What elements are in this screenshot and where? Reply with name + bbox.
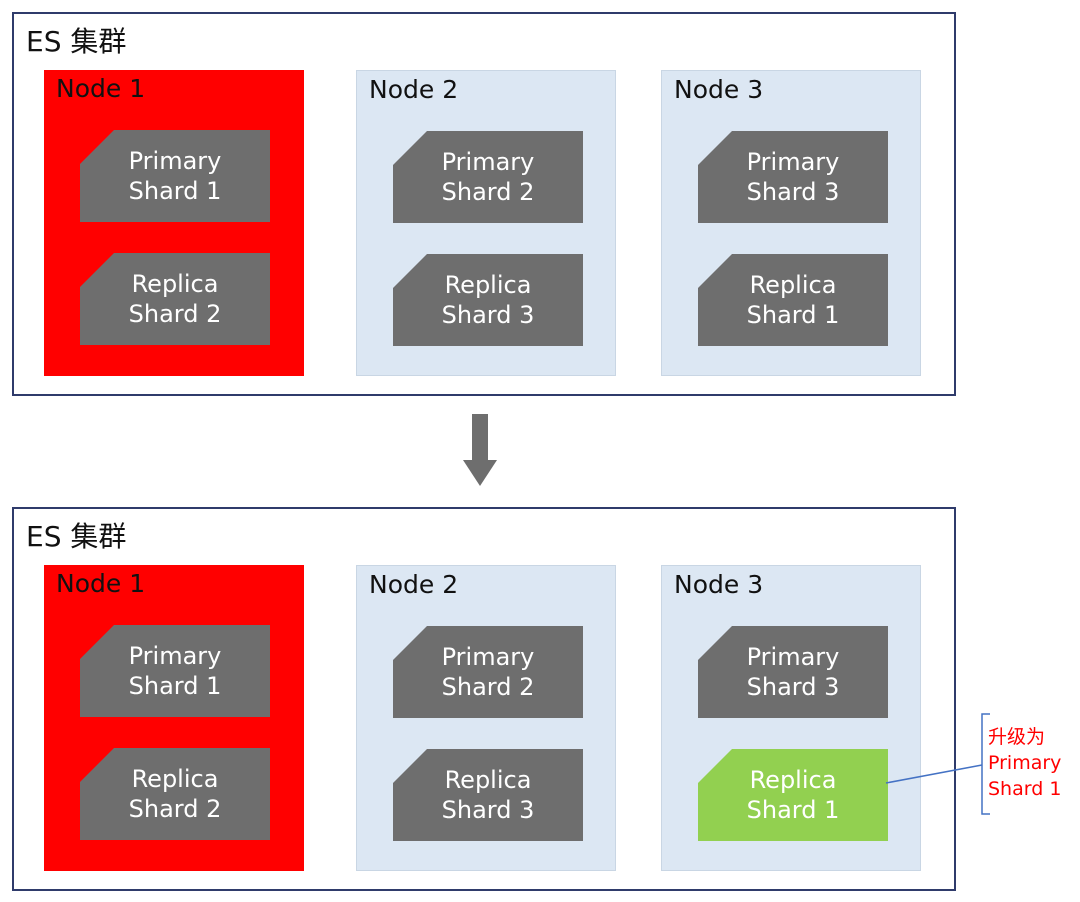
primary-shard: Primary Shard 2 [393, 626, 583, 718]
shard-id: Shard 3 [441, 301, 535, 329]
shard-type: Primary [746, 148, 840, 176]
primary-shard: Primary Shard 1 [80, 625, 270, 717]
cluster-title: ES 集群 [26, 25, 127, 58]
node-1: Node 1 Primary Shard 1 Replica Shard 2 [44, 565, 304, 871]
shard-type: Primary [441, 148, 535, 176]
promotion-note-line: Primary [988, 752, 1062, 774]
node-label: Node 1 [56, 74, 146, 103]
promotion-note-line: 升级为 [988, 726, 1046, 748]
replica-shard: Replica Shard 2 [80, 253, 270, 345]
replica-shard: Replica Shard 3 [393, 749, 583, 841]
node-1: Node 1 Primary Shard 1 Replica Shard 2 [44, 70, 304, 376]
shard-type: Primary [746, 643, 840, 671]
shard-id: Shard 2 [441, 673, 535, 701]
primary-shard: Primary Shard 3 [698, 626, 888, 718]
shard-id: Shard 1 [746, 796, 840, 824]
shard-id: Shard 1 [128, 177, 222, 205]
cluster-title: ES 集群 [26, 520, 127, 553]
primary-shard: Primary Shard 1 [80, 130, 270, 222]
node-label: Node 1 [56, 569, 146, 598]
primary-shard: Primary Shard 3 [698, 131, 888, 223]
shard-type: Primary [441, 643, 535, 671]
shard-id: Shard 1 [746, 301, 840, 329]
node-label: Node 3 [674, 570, 764, 599]
node-3: Node 3 Primary Shard 3 Replica Shard 1 [661, 565, 921, 871]
node-2: Node 2 Primary Shard 2 Replica Shard 3 [356, 565, 616, 871]
node-2: Node 2 Primary Shard 2 Replica Shard 3 [356, 70, 616, 376]
replica-shard: Replica Shard 3 [393, 254, 583, 346]
node-label: Node 2 [369, 75, 459, 104]
promotion-note: 升级为 Primary Shard 1 [988, 724, 1061, 802]
primary-shard: Primary Shard 2 [393, 131, 583, 223]
shard-type: Replica [131, 270, 219, 298]
promoted-replica-shard: Replica Shard 1 [698, 749, 888, 841]
node-label: Node 2 [369, 570, 459, 599]
shard-type: Replica [444, 766, 532, 794]
replica-shard: Replica Shard 2 [80, 748, 270, 840]
cluster-after: ES 集群 Node 1 Primary Shard 1 Replica Sha… [12, 507, 956, 891]
cluster-before: ES 集群 Node 1 Primary Shard 1 Replica Sha… [12, 12, 956, 396]
shard-type: Primary [128, 642, 222, 670]
shard-id: Shard 1 [128, 672, 222, 700]
down-arrow-icon [463, 414, 497, 486]
shard-id: Shard 3 [746, 178, 840, 206]
node-label: Node 3 [674, 75, 764, 104]
shard-type: Replica [749, 271, 837, 299]
promotion-note-line: Shard 1 [988, 778, 1062, 800]
shard-type: Primary [128, 147, 222, 175]
shard-id: Shard 2 [128, 300, 222, 328]
shard-type: Replica [131, 765, 219, 793]
shard-id: Shard 3 [441, 796, 535, 824]
node-3: Node 3 Primary Shard 3 Replica Shard 1 [661, 70, 921, 376]
shard-id: Shard 2 [128, 795, 222, 823]
replica-shard: Replica Shard 1 [698, 254, 888, 346]
shard-type: Replica [749, 766, 837, 794]
shard-type: Replica [444, 271, 532, 299]
shard-id: Shard 2 [441, 178, 535, 206]
shard-id: Shard 3 [746, 673, 840, 701]
